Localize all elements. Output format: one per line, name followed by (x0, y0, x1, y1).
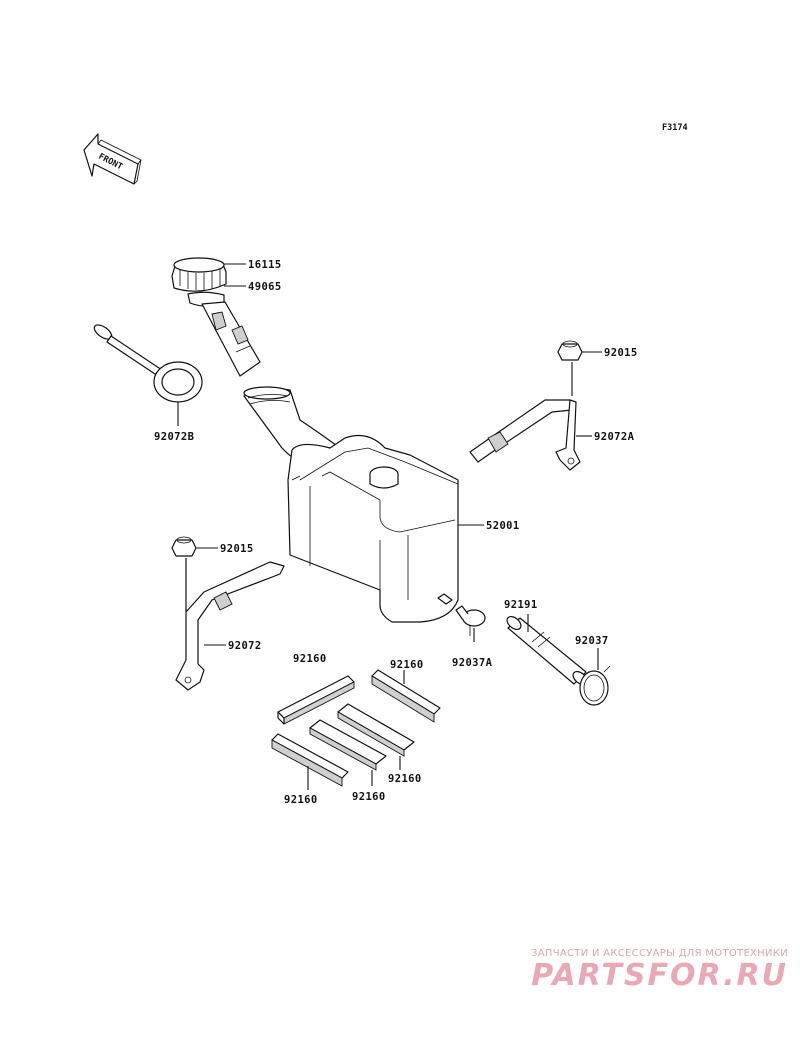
pad-3 (337, 703, 415, 757)
label-band: 92072 (228, 640, 262, 652)
pad-5 (271, 733, 349, 787)
band-right (469, 399, 581, 471)
hose-clamp-a (455, 605, 486, 636)
pad-4 (309, 719, 387, 771)
oil-tank (243, 386, 459, 623)
fuel-filter (187, 291, 261, 377)
label-pad-5: 92160 (284, 794, 318, 806)
label-band-a: 92072A (594, 431, 635, 443)
watermark: ЗАПЧАСТИ И АКСЕССУАРЫ ДЛЯ МОТОТЕХНИКИ PA… (488, 948, 788, 993)
label-pad-3: 92160 (388, 773, 422, 785)
label-pad-1: 92160 (293, 653, 327, 665)
label-pad-2: 92160 (390, 659, 424, 671)
pad-2 (371, 669, 441, 723)
cap-strap (93, 324, 203, 403)
label-clamp: 92037 (575, 635, 609, 647)
label-nut-left: 92015 (220, 543, 254, 555)
fuel-cap (171, 257, 227, 292)
watermark-logo: PARTSFOR.RU (531, 958, 788, 993)
label-clamp-a: 92037A (452, 657, 493, 669)
hose-clamp (579, 665, 611, 706)
nut-left (171, 536, 197, 557)
watermark-caption: ЗАПЧАСТИ И АКСЕССУАРЫ ДЛЯ МОТОТЕХНИКИ (531, 948, 788, 959)
figure-number: F3174 (662, 123, 688, 133)
pad-1 (277, 675, 355, 725)
label-pad-4: 92160 (352, 791, 386, 803)
nut-right (557, 340, 583, 361)
hose (506, 615, 588, 686)
band-left (175, 558, 285, 691)
label-strap-b: 92072B (154, 431, 194, 443)
label-cap: 16115 (248, 259, 282, 271)
front-arrow-icon: FRONT (83, 133, 142, 185)
label-hose: 92191 (504, 599, 538, 611)
label-filter: 49065 (248, 281, 282, 293)
label-nut-right: 92015 (604, 347, 638, 359)
label-tank: 52001 (486, 520, 520, 532)
